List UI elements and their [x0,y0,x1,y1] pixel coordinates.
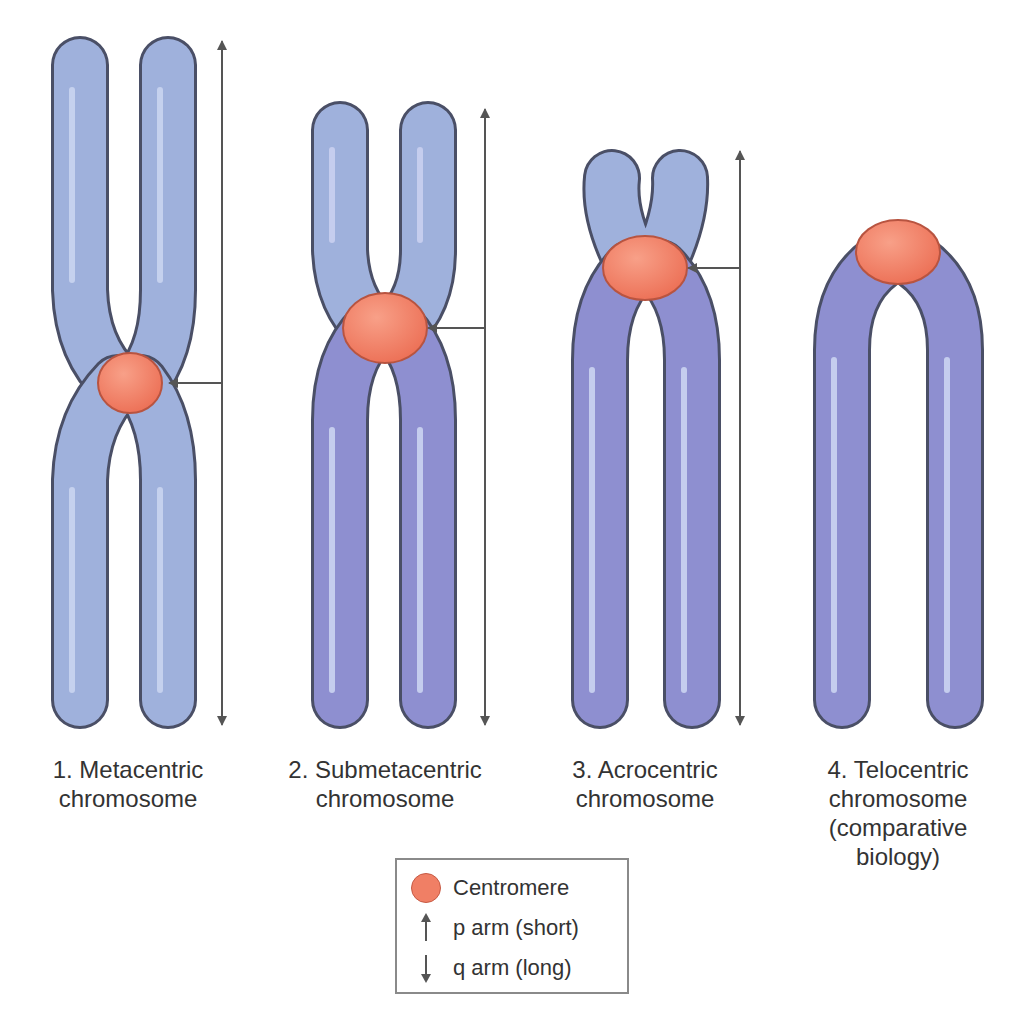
legend-row: q arm (long) [411,950,572,986]
legend-box: Centromere p arm (short) q arm (long) [395,858,629,994]
metacentric-chromosome [72,65,168,700]
legend-arrow [411,911,441,945]
chromosome-label: 3. Acrocentric chromosome [530,755,760,813]
submetacentric-chromosome [332,130,428,700]
legend-text: p arm (short) [453,915,579,941]
legend-swatch [411,873,441,903]
chromosome-label: 2. Submetacentric chromosome [260,755,510,813]
legend-text: Centromere [453,875,569,901]
length-arrows [170,42,740,724]
acrocentric-chromosome [592,178,692,700]
legend-row: Centromere [411,870,569,906]
chromosome-label: 4. Telocentric chromosome (comparative b… [798,755,998,871]
legend-row: p arm (short) [411,910,579,946]
legend-text: q arm (long) [453,955,572,981]
legend-arrow [411,951,441,985]
chromosome-label: 1. Metacentric chromosome [13,755,243,813]
telocentric-chromosome [834,220,955,700]
